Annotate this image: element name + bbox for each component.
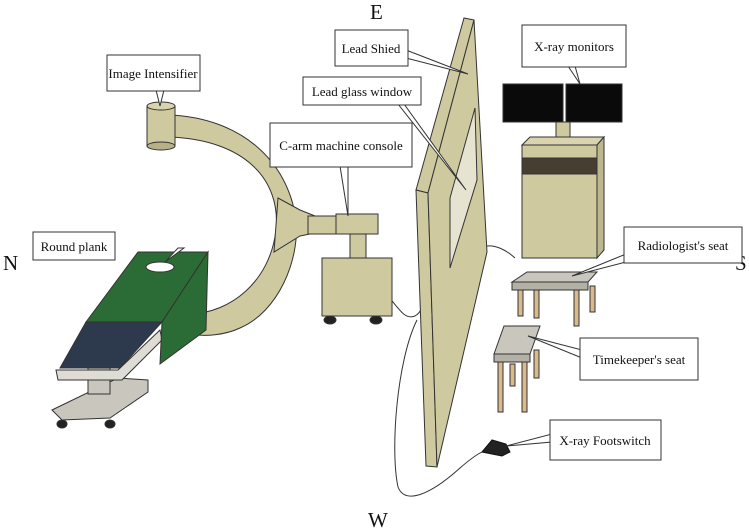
svg-text:X-ray Footswitch: X-ray Footswitch <box>559 433 651 448</box>
xray-footswitch-device <box>481 439 511 457</box>
svg-text:Lead glass window: Lead glass window <box>312 84 413 99</box>
image-intensifier-unit <box>146 101 176 151</box>
monitor-left <box>502 83 564 123</box>
timekeeper-seat-shape <box>493 325 541 413</box>
operating-table <box>51 250 209 429</box>
svg-text:C-arm machine console: C-arm machine console <box>279 138 403 153</box>
svg-text:Image Intensifier: Image Intensifier <box>108 66 198 81</box>
svg-text:Radiologist's seat: Radiologist's seat <box>638 238 729 253</box>
svg-text:Lead Shied: Lead Shied <box>342 41 401 56</box>
svg-text:Timekeeper's seat: Timekeeper's seat <box>593 352 686 367</box>
compass-west: W <box>368 508 388 530</box>
xray-monitor-console <box>502 83 623 260</box>
lead-shield <box>415 17 488 468</box>
radiologist-seat-shape <box>510 271 599 327</box>
table-drape-flap <box>159 250 209 366</box>
monitor-right <box>565 83 623 123</box>
label-image-intensifier: Image Intensifier <box>106 54 201 92</box>
label-carm-console: C-arm machine console <box>269 122 413 168</box>
compass-north: N <box>3 251 18 275</box>
compass-east: E <box>370 0 383 24</box>
svg-text:Round plank: Round plank <box>41 239 108 254</box>
c-arm-machine <box>146 101 393 336</box>
c-arm-ring <box>169 114 297 336</box>
round-plank-hole <box>145 261 175 273</box>
label-xray-monitors: X-ray monitors <box>521 24 627 68</box>
label-lead-shield: Lead Shied <box>334 29 409 67</box>
label-round-plank: Round plank <box>32 231 116 261</box>
label-lead-glass-window: Lead glass window <box>302 76 422 106</box>
svg-text:X-ray monitors: X-ray monitors <box>534 39 614 54</box>
lead-glass-window-pane <box>449 107 478 269</box>
console-band <box>521 157 598 175</box>
label-timekeeper-seat: Timekeeper's seat <box>579 337 699 381</box>
label-xray-footswitch: X-ray Footswitch <box>549 419 662 461</box>
c-arm-joint <box>307 215 339 235</box>
label-radiologist-seat: Radiologist's seat <box>623 226 743 264</box>
c-arm-console-unit <box>321 213 393 325</box>
